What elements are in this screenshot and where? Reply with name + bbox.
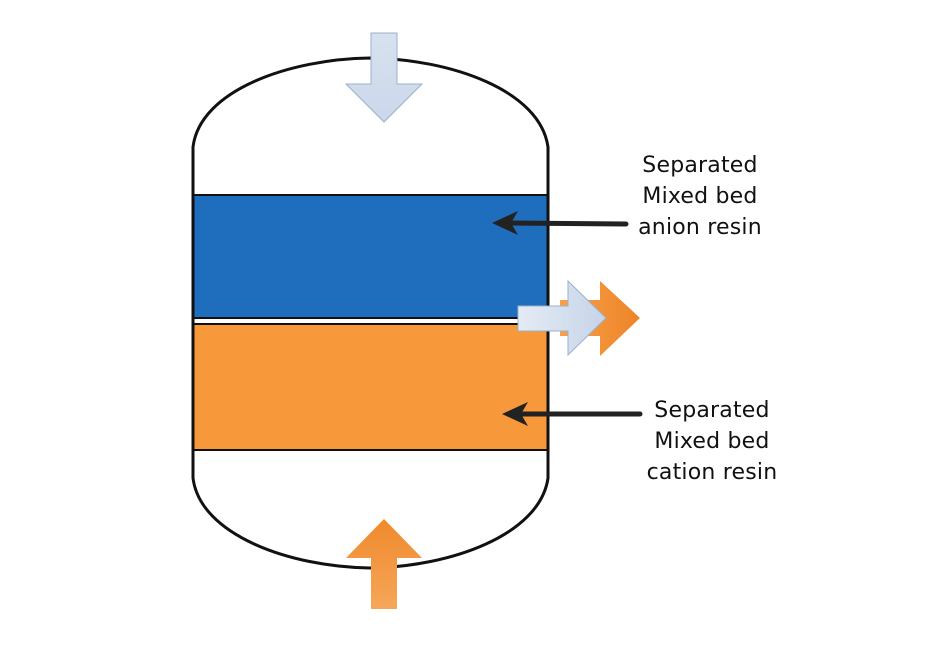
cation-resin-layer [192, 323, 549, 451]
anion-label-line-3: anion resin [638, 215, 762, 240]
cation-pointer-arrow-icon [502, 402, 643, 426]
cation-label-line-1: Separated [654, 398, 770, 423]
anion-resin-layer [192, 194, 549, 319]
cation-label-line-3: cation resin [646, 460, 778, 485]
anion-pointer-arrow-icon [492, 211, 629, 235]
cation-label-line-2: Mixed bed [654, 429, 770, 454]
middle-outlet-arrow-blue-icon [517, 279, 607, 357]
anion-resin-label: Separated Mixed bed anion resin [620, 150, 780, 243]
top-inlet-arrow-icon [344, 32, 424, 123]
anion-label-line-2: Mixed bed [642, 184, 758, 209]
vessel-outline [191, 56, 550, 570]
anion-label-line-1: Separated [642, 153, 758, 178]
bottom-inlet-arrow-icon [346, 519, 422, 609]
cation-resin-label: Separated Mixed bed cation resin [627, 395, 797, 488]
